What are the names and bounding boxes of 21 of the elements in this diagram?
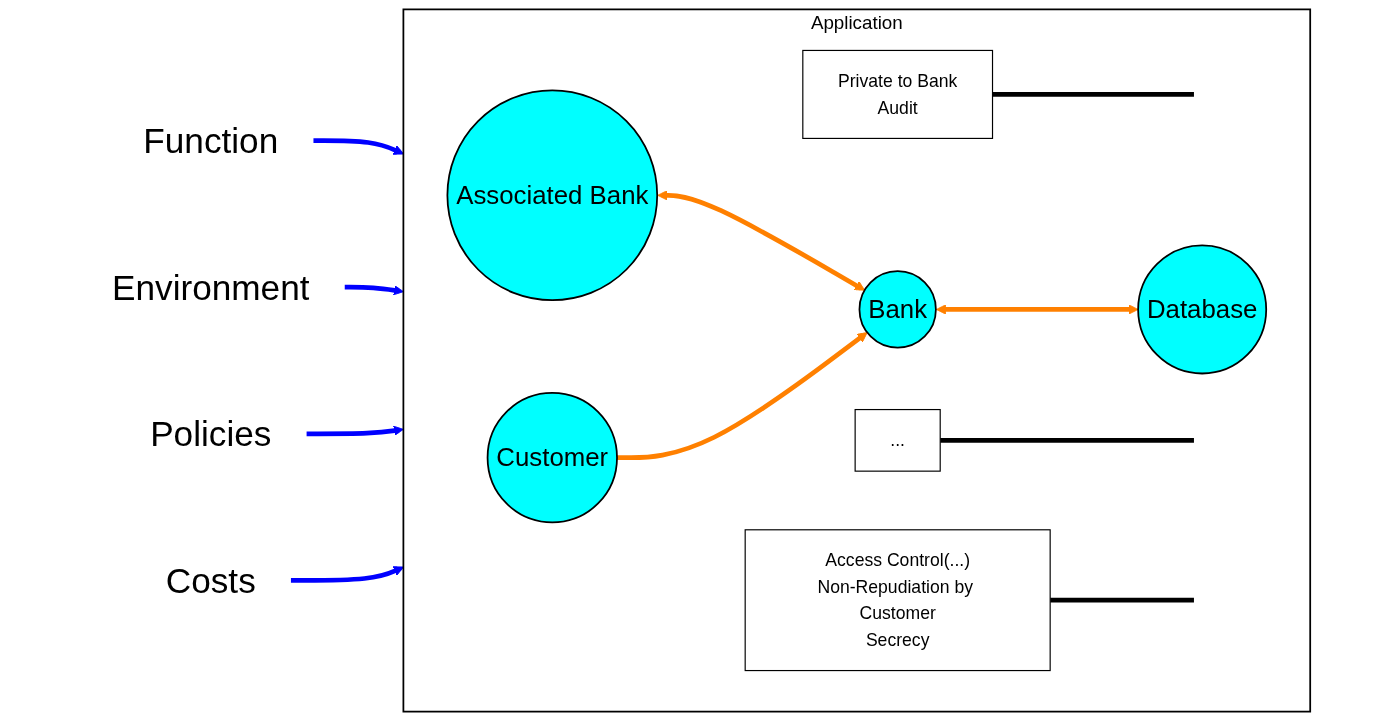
node-text: Environment: [111, 267, 310, 307]
node-box: Private to Bank Audit: [802, 49, 994, 139]
node-box: ...: [854, 409, 941, 472]
arrow: [290, 566, 404, 583]
node-circle: Associated Bank: [446, 89, 659, 302]
node-circle: Database: [1137, 244, 1268, 375]
node-circle: Bank: [858, 270, 937, 349]
node-box: Access Control(...) Non-Repudiation by Customer Secrecy: [744, 529, 1051, 672]
connector: [992, 92, 1194, 97]
arrow: [657, 190, 866, 291]
arrow: [344, 284, 404, 296]
connector: [940, 438, 1194, 443]
arrow: [306, 425, 404, 437]
node-text: Policies: [150, 414, 272, 454]
arrow: [313, 138, 404, 155]
arrow: [935, 304, 1139, 315]
arrow: [617, 332, 868, 460]
connector: [1050, 597, 1194, 603]
node-circle: Customer: [486, 392, 618, 524]
node-text: Costs: [165, 561, 256, 600]
node-text: Function: [143, 121, 279, 160]
